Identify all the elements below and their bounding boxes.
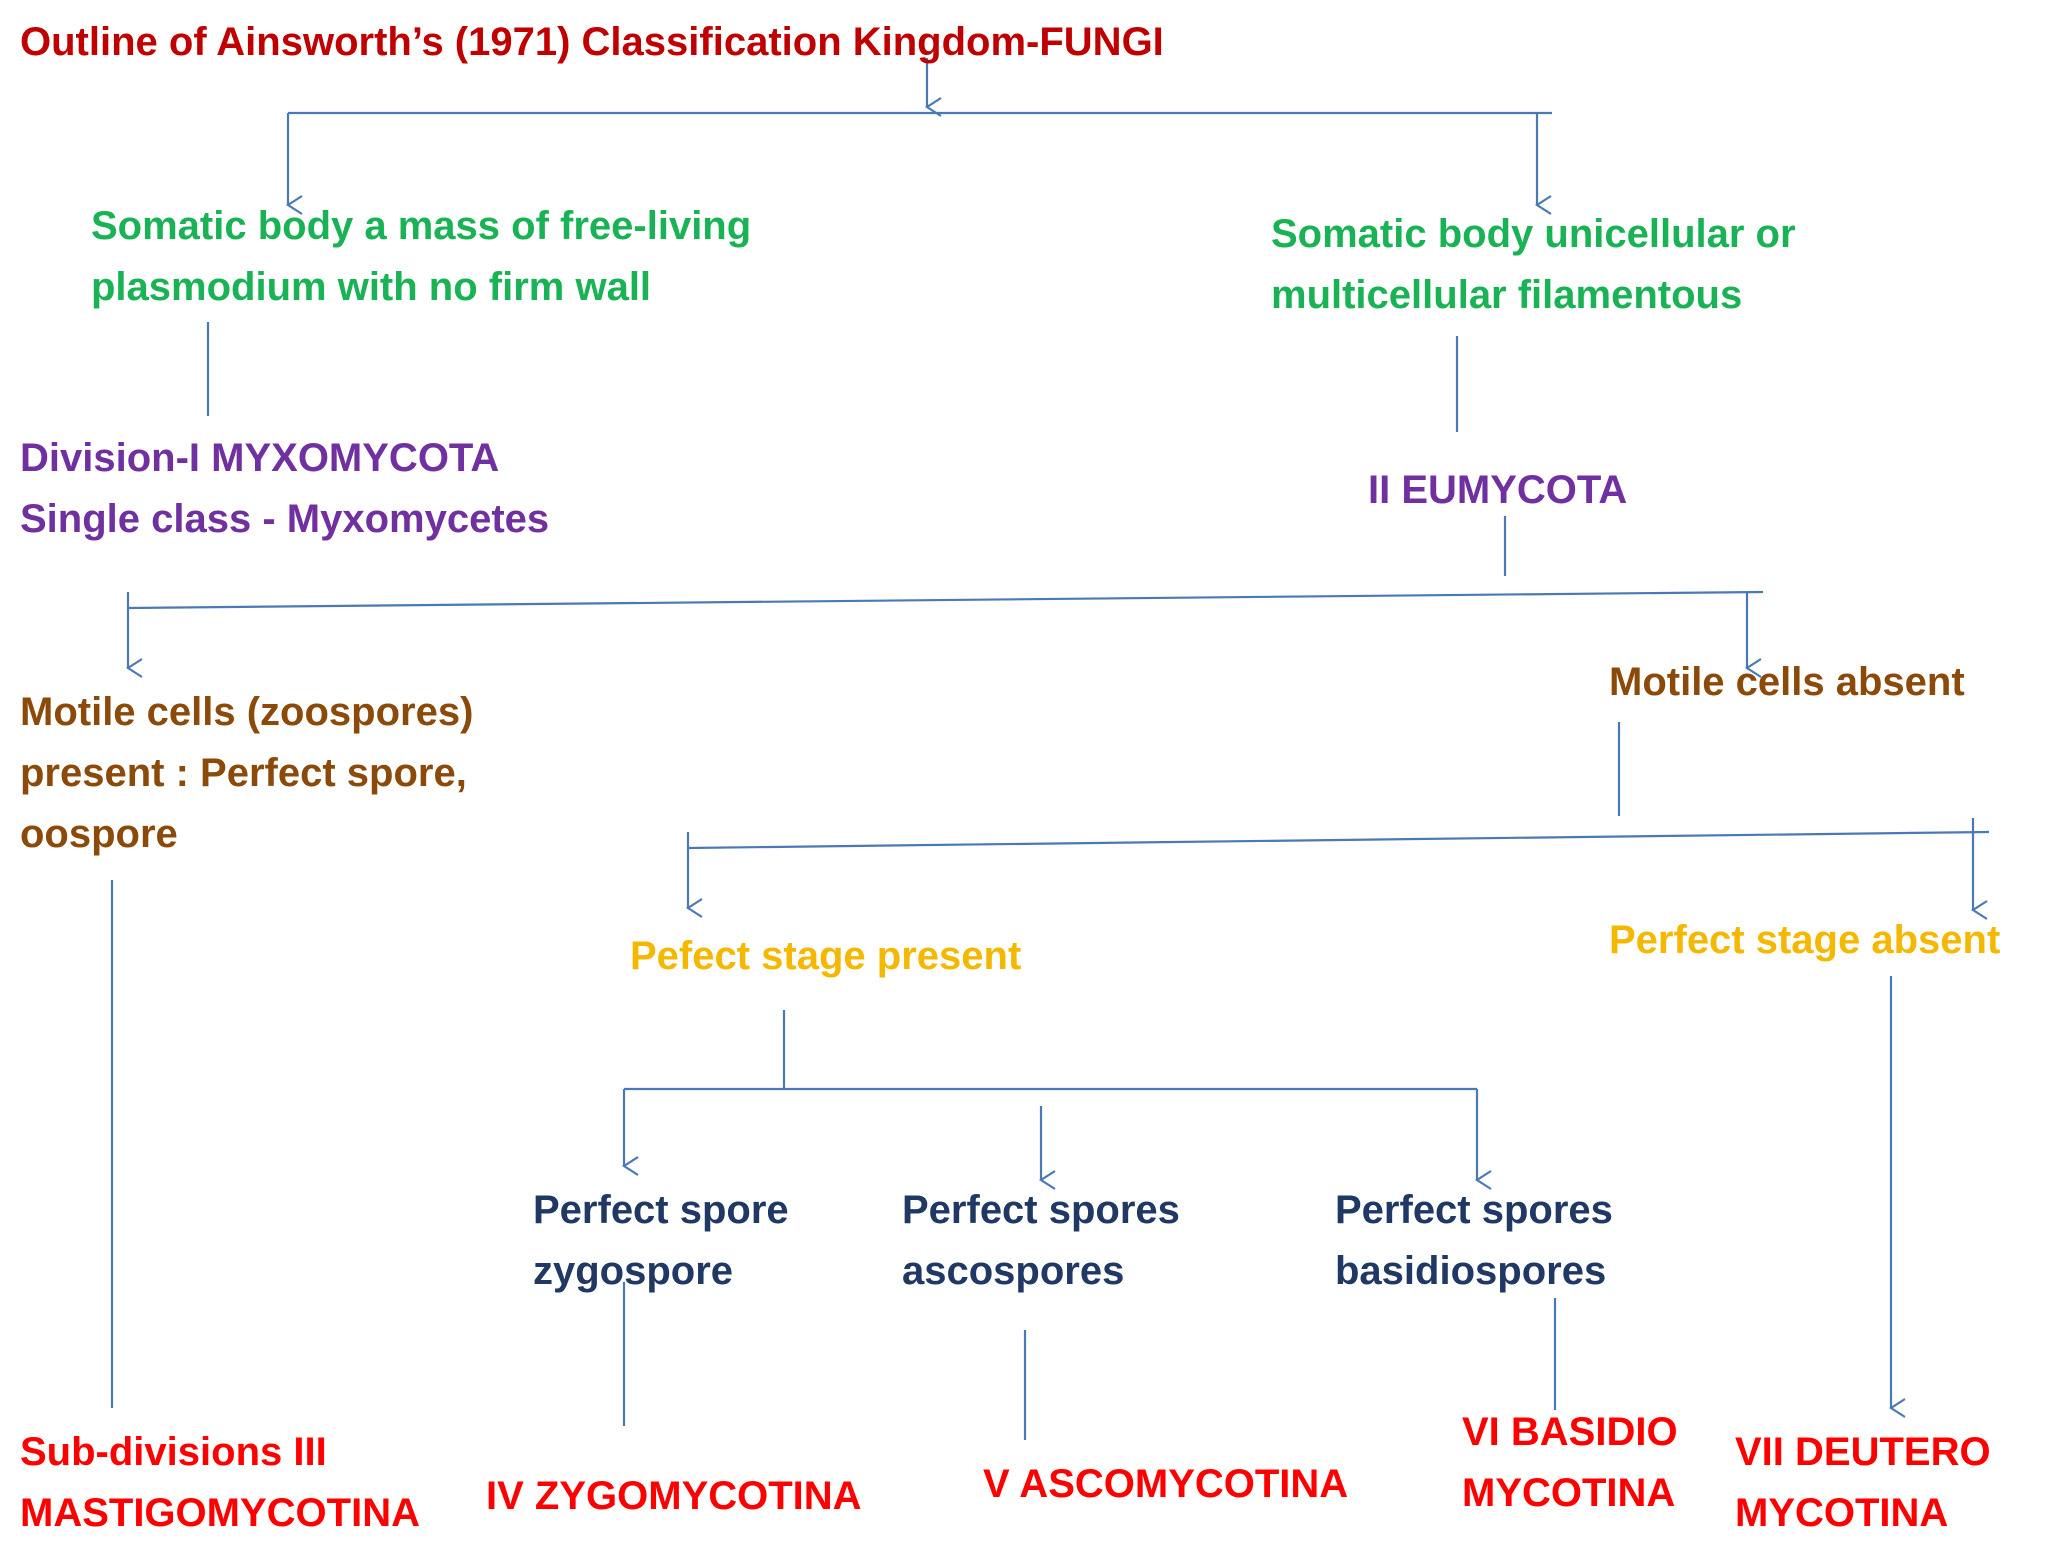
node-sub-ascomycotina: V ASCOMYCOTINA — [983, 1454, 1348, 1515]
node-somatic-right: Somatic body unicellular or multicellular… — [1271, 204, 1796, 326]
node-line: zygospore — [533, 1249, 734, 1293]
node-motile-absent: Motile cells absent — [1609, 652, 1965, 713]
node-stage-absent: Perfect stage absent — [1609, 910, 2000, 971]
node-line: Perfect stage absent — [1609, 918, 2001, 962]
node-line: oospore — [20, 812, 178, 856]
node-line: II EUMYCOTA — [1368, 468, 1628, 512]
node-sub-basidiomycotina: VI BASIDIO MYCOTINA — [1462, 1402, 1678, 1524]
node-spore-zygospore: Perfect spore zygospore — [533, 1180, 789, 1302]
node-line: Pefect stage present — [630, 934, 1022, 978]
node-line: MYCOTINA — [1462, 1471, 1676, 1515]
node-line: VII DEUTERO — [1735, 1430, 1991, 1474]
node-line: Perfect spores — [902, 1188, 1180, 1232]
node-stage-present: Pefect stage present — [630, 926, 1021, 987]
node-division-eumycota: II EUMYCOTA — [1368, 460, 1627, 521]
node-line: VI BASIDIO — [1462, 1410, 1678, 1454]
node-motile-present: Motile cells (zoospores) present : Perfec… — [20, 682, 473, 865]
node-spore-ascospores: Perfect spores ascospores — [902, 1180, 1180, 1302]
node-sub-zygomycotina: IV ZYGOMYCOTINA — [486, 1466, 862, 1527]
node-line: Motile cells absent — [1609, 660, 1965, 704]
node-sub-deuteromycotina: VII DEUTERO MYCOTINA — [1735, 1422, 1991, 1544]
connector-line — [687, 830, 1990, 850]
node-line: Single class - Myxomycetes — [20, 497, 550, 541]
node-line: Perfect spore — [533, 1188, 789, 1232]
node-line: Perfect spores — [1335, 1188, 1613, 1232]
node-line: MYCOTINA — [1735, 1491, 1949, 1535]
diagram-title: Outline of Ainsworth’s (1971) Classifica… — [20, 20, 1164, 64]
node-line: IV ZYGOMYCOTINA — [486, 1474, 862, 1518]
node-line: Division-I MYXOMYCOTA — [20, 436, 500, 480]
node-line: Sub-divisions III — [20, 1430, 327, 1474]
node-line: present : Perfect spore, — [20, 751, 467, 795]
node-line: basidiospores — [1335, 1249, 1607, 1293]
node-sub-mastigomycotina: Sub-divisions III MASTIGOMYCOTINA — [20, 1422, 420, 1544]
node-line: MASTIGOMYCOTINA — [20, 1491, 420, 1535]
node-line: Somatic body unicellular or — [1271, 212, 1796, 256]
connector-line — [127, 590, 1764, 610]
node-spore-basidiospores: Perfect spores basidiospores — [1335, 1180, 1613, 1302]
node-line: ascospores — [902, 1249, 1125, 1293]
node-line: V ASCOMYCOTINA — [983, 1462, 1349, 1506]
node-line: multicellular filamentous — [1271, 273, 1743, 317]
node-line: Somatic body a mass of free-living — [91, 204, 752, 248]
node-somatic-left: Somatic body a mass of free-living plasmo… — [91, 196, 751, 318]
node-line: plasmodium with no firm wall — [91, 265, 652, 309]
node-division-myxomycota: Division-I MYXOMYCOTA Single class - Myxo… — [20, 428, 549, 550]
node-line: Motile cells (zoospores) — [20, 690, 474, 734]
